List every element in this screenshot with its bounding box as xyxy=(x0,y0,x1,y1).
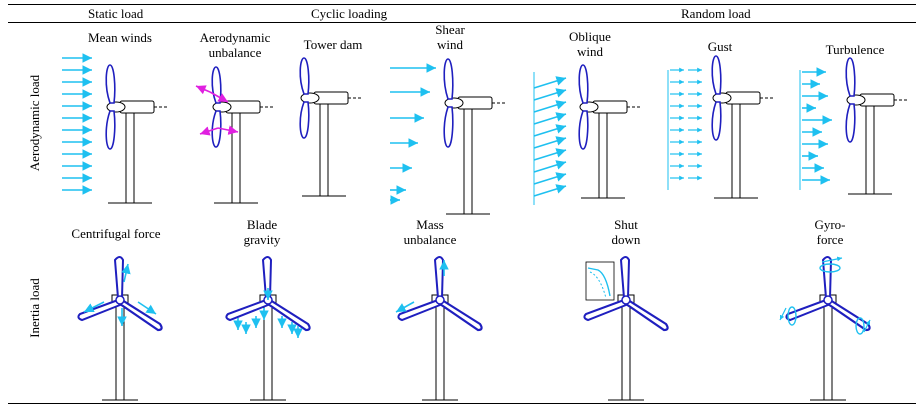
oblique-wind-arrow xyxy=(533,160,567,173)
turbine-centrifugal-hub xyxy=(115,295,125,305)
turbine-mean-winds-blade-lower xyxy=(105,110,116,150)
turbine-blade-gravity-blade-left xyxy=(225,298,270,322)
turbine-mass-unbalance-hub xyxy=(435,295,445,305)
turbine-mean-winds-blade-upper xyxy=(105,64,116,104)
centrifugal-arrow xyxy=(121,263,131,283)
header-rule xyxy=(8,22,916,23)
centrifugal-arrow xyxy=(83,301,105,313)
aero-unbalance-arrow xyxy=(199,126,219,136)
oblique-wind-arrow xyxy=(533,88,567,101)
turbine-centrifugal-blade-left xyxy=(77,298,122,322)
table-bottom-rule xyxy=(8,403,916,404)
label-mass-unbalance-line1: Mass xyxy=(416,217,444,232)
turbine-shutdown-blade-up xyxy=(619,256,631,299)
label-turbulence: Turbulence xyxy=(825,42,885,57)
label-centrifugal-force: Centrifugal force xyxy=(71,226,161,241)
label-blade-gravity-line1: Blade xyxy=(246,217,278,232)
turbine-tower-dam-blade-upper xyxy=(299,57,310,95)
turbine-gust-hub xyxy=(712,92,732,104)
gyro-rotation-ring xyxy=(855,317,865,335)
label-mean-winds: Mean winds xyxy=(88,30,152,45)
label-aero-unbalance-line1: Aerodynamic xyxy=(199,30,271,45)
turbine-shutdown-hub xyxy=(621,295,631,305)
label-gyro-line1: Gyro- xyxy=(814,217,846,232)
header-static-load: Static load xyxy=(88,6,144,21)
mass-unbalance-arrow xyxy=(395,301,415,313)
label-aero-unbalance-line2: unbalance xyxy=(208,45,262,60)
label-gust: Gust xyxy=(707,39,733,54)
oblique-wind-arrow xyxy=(533,148,567,161)
label-shear-line1: Shear xyxy=(435,22,465,37)
turbine-oblique-wind-blade-lower xyxy=(578,110,589,150)
turbine-centrifugal-blade-up xyxy=(113,256,125,299)
label-shear-line2: wind xyxy=(437,37,463,52)
turbine-aero-unbalance-hub xyxy=(212,101,232,113)
turbine-turbulence-blade-upper xyxy=(845,57,856,97)
oblique-wind-arrow xyxy=(533,172,567,185)
turbine-gyro-hub xyxy=(823,295,833,305)
turbine-mass-unbalance-blade-right xyxy=(438,298,483,332)
label-oblique-line2: wind xyxy=(577,44,603,59)
turbine-gyro-blade-left xyxy=(785,298,830,322)
oblique-wind-arrow xyxy=(533,124,567,137)
turbine-gust-blade-lower xyxy=(711,101,722,141)
header-cyclic-loading: Cyclic loading xyxy=(311,6,388,21)
turbine-tower-dam-hub xyxy=(300,92,320,104)
aero-unbalance-arrow xyxy=(217,125,239,135)
turbine-tower-dam-blade-lower xyxy=(299,101,310,139)
turbine-shutdown-blade-left xyxy=(583,298,628,322)
label-tower-dam: Tower dam xyxy=(303,37,363,52)
gyro-rotation-ring xyxy=(819,263,841,273)
oblique-wind-arrow xyxy=(533,100,567,113)
aero-unbalance-arrow xyxy=(195,85,211,95)
turbine-shutdown-blade-right xyxy=(624,298,669,332)
turbine-shear-wind-hub xyxy=(444,97,464,109)
turbine-oblique-wind-blade-upper xyxy=(578,64,589,104)
turbine-turbulence-blade-lower xyxy=(845,103,856,143)
turbine-centrifugal-blade-right xyxy=(118,298,163,332)
turbine-mean-winds-hub xyxy=(106,101,126,113)
turbine-shear-wind-blade-lower xyxy=(443,106,454,148)
label-gyro-line2: force xyxy=(816,232,844,247)
turbine-mass-unbalance-blade-left xyxy=(397,298,442,322)
label-shutdown-line2: down xyxy=(611,232,641,247)
turbine-mass-unbalance-blade-up xyxy=(433,256,445,299)
oblique-wind-arrow xyxy=(533,112,567,125)
turbine-gyro-blade-up xyxy=(821,256,833,299)
header-random-load: Random load xyxy=(681,6,751,21)
label-oblique-line1: Oblique xyxy=(569,29,611,44)
gyro-arrow xyxy=(779,307,787,321)
label-blade-gravity-line2: gravity xyxy=(243,232,281,247)
aero-unbalance-arrow xyxy=(209,91,229,103)
shutdown-curve xyxy=(587,267,611,297)
turbine-turbulence-hub xyxy=(846,94,866,106)
shutdown-curve-dashed xyxy=(589,271,607,299)
turbine-blade-gravity-blade-right xyxy=(266,298,311,332)
oblique-wind-arrow xyxy=(533,136,567,149)
centrifugal-arrow xyxy=(137,301,157,315)
turbine-shear-wind-blade-upper xyxy=(443,58,454,100)
shutdown-plot-frame xyxy=(585,261,615,301)
oblique-wind-arrow xyxy=(533,184,567,197)
gyro-rotation-ring xyxy=(787,306,797,326)
gyro-arrow xyxy=(863,319,871,333)
oblique-wind-arrow xyxy=(533,76,567,89)
label-mass-unbalance-line2: unbalance xyxy=(403,232,457,247)
turbine-blade-gravity-blade-up xyxy=(261,256,273,299)
table-top-rule xyxy=(8,4,916,5)
gyro-arrow xyxy=(821,256,843,263)
turbine-gust-blade-upper xyxy=(711,55,722,95)
label-shutdown-line1: Shut xyxy=(614,217,638,232)
turbine-oblique-wind-hub xyxy=(579,101,599,113)
